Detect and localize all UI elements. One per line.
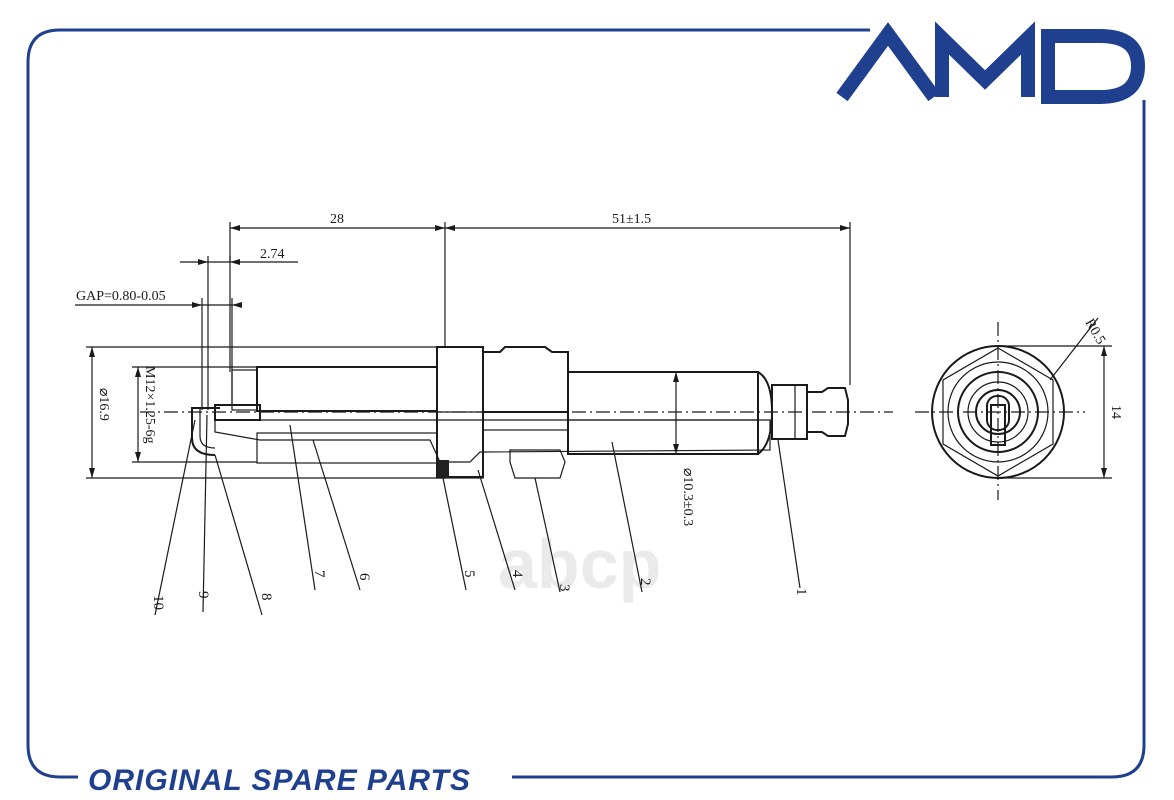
- part-label-4: 4: [509, 570, 525, 578]
- part-label-9: 9: [195, 591, 211, 599]
- upper-insulator: [567, 371, 759, 455]
- part-label-10: 10: [150, 595, 166, 610]
- part-label-1: 1: [793, 588, 809, 596]
- border-frame: [26, 28, 1146, 779]
- spark-plug-end-view: 14 R0.5: [915, 317, 1123, 500]
- part-label-7: 7: [311, 570, 327, 578]
- insulator: [214, 419, 771, 463]
- dim-gap: GAP=0.80-0.05: [76, 289, 166, 304]
- watermark: abcp: [498, 525, 661, 603]
- ground-electrode: [191, 407, 220, 456]
- dim-radius: R0.5: [1082, 317, 1108, 348]
- part-label-8: 8: [258, 593, 274, 601]
- dim-dia-16-9: ⌀16.9: [96, 388, 111, 421]
- dim-thread: M12×1.25-6g: [142, 366, 157, 444]
- dim-2-74: 2.74: [260, 247, 285, 262]
- footer-slogan: ORIGINAL SPARE PARTS: [88, 764, 471, 797]
- threaded-shell: [256, 366, 438, 412]
- part-label-2: 2: [637, 578, 653, 586]
- center-electrode: [214, 404, 261, 421]
- dimension-lines: 28 51±1.5 2.74 GAP=0.80-0.05 ⌀16.9 M12×1…: [75, 212, 851, 526]
- dim-dia-10-3: ⌀10.3±0.3: [680, 468, 695, 526]
- part-callouts: 1 2 3 4 5 6 7 8 9 10: [150, 414, 809, 616]
- spark-plug-side-view: [140, 346, 893, 479]
- part-label-6: 6: [356, 573, 372, 581]
- dim-hex-14: 14: [1108, 405, 1123, 419]
- dim-51: 51±1.5: [612, 212, 651, 227]
- part-label-3: 3: [556, 584, 572, 592]
- part-label-5: 5: [461, 570, 477, 578]
- amd-logo: [836, 21, 1146, 104]
- hex-outline: [942, 347, 1054, 477]
- dim-28: 28: [330, 212, 344, 227]
